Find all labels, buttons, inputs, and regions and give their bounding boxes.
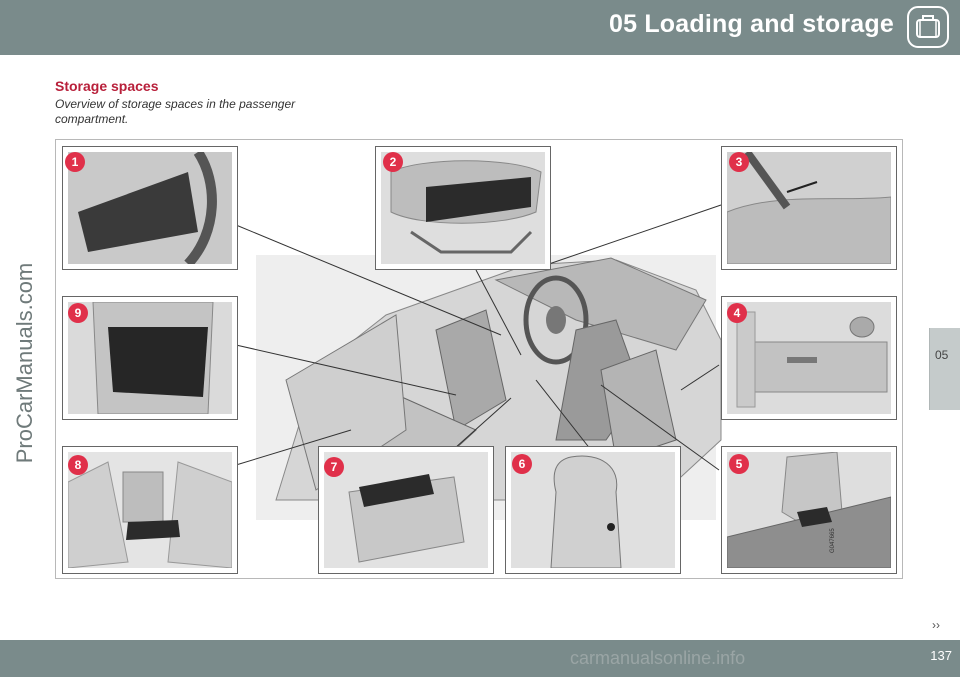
center-console-drawing	[727, 452, 891, 568]
seat-side-drawing	[511, 452, 675, 568]
section-title: Storage spaces	[55, 78, 159, 94]
storage-overview-figure: 1 2 3	[55, 139, 903, 579]
seatback-pocket-drawing	[68, 302, 232, 414]
figure-code: G047665	[830, 528, 836, 553]
watermark-left: ProCarManuals.com	[0, 238, 50, 488]
page-number: 137	[930, 648, 952, 663]
panel-5-center-console	[721, 446, 897, 574]
seat-front-pocket-drawing	[381, 152, 545, 264]
callout-6: 6	[512, 454, 532, 474]
callout-1: 1	[65, 152, 85, 172]
continue-arrows-icon: ››	[932, 618, 940, 632]
chapter-tab-label: 05	[935, 348, 949, 362]
door-pocket-drawing	[68, 152, 232, 264]
section-subtitle: Overview of storage spaces in the passen…	[55, 97, 296, 126]
chapter-tab[interactable]: 05	[929, 328, 960, 410]
door-pocket-image	[68, 152, 232, 264]
page-header: 05 Loading and storage	[0, 0, 960, 55]
chapter-title: 05 Loading and storage	[608, 10, 894, 38]
page-footer: 137	[0, 640, 960, 677]
dashboard-image	[727, 152, 891, 264]
panel-9-seatback-pocket	[62, 296, 238, 420]
watermark-bottom: carmanualsonline.info	[570, 648, 746, 668]
seatback-pocket-image	[68, 302, 232, 414]
armrest-compartment-image	[324, 452, 488, 568]
glovebox-drawing	[727, 302, 891, 414]
center-console-image	[727, 452, 891, 568]
rear-armrest-drawing	[68, 452, 232, 568]
panel-6-seat-side-pocket	[505, 446, 681, 574]
callout-5: 5	[729, 454, 749, 474]
seat-front-pocket-image	[381, 152, 545, 264]
dashboard-drawing	[727, 152, 891, 264]
panel-3-dashboard	[721, 146, 897, 270]
panel-1-door-pocket	[62, 146, 238, 270]
callout-2: 2	[383, 152, 403, 172]
callout-8: 8	[68, 455, 88, 475]
panel-4-glovebox	[721, 296, 897, 420]
panel-2-seat-pocket	[375, 146, 551, 270]
callout-7: 7	[324, 457, 344, 477]
suitcase-icon	[907, 6, 949, 48]
panel-8-rear-armrest	[62, 446, 238, 574]
seat-side-image	[511, 452, 675, 568]
glovebox-image	[727, 302, 891, 414]
callout-3: 3	[729, 152, 749, 172]
callout-4: 4	[727, 303, 747, 323]
panel-7-armrest-compartment	[318, 446, 494, 574]
armrest-compartment-drawing	[324, 452, 488, 568]
callout-9: 9	[68, 303, 88, 323]
watermark-left-text: ProCarManuals.com	[12, 262, 37, 464]
rear-armrest-image	[68, 452, 232, 568]
